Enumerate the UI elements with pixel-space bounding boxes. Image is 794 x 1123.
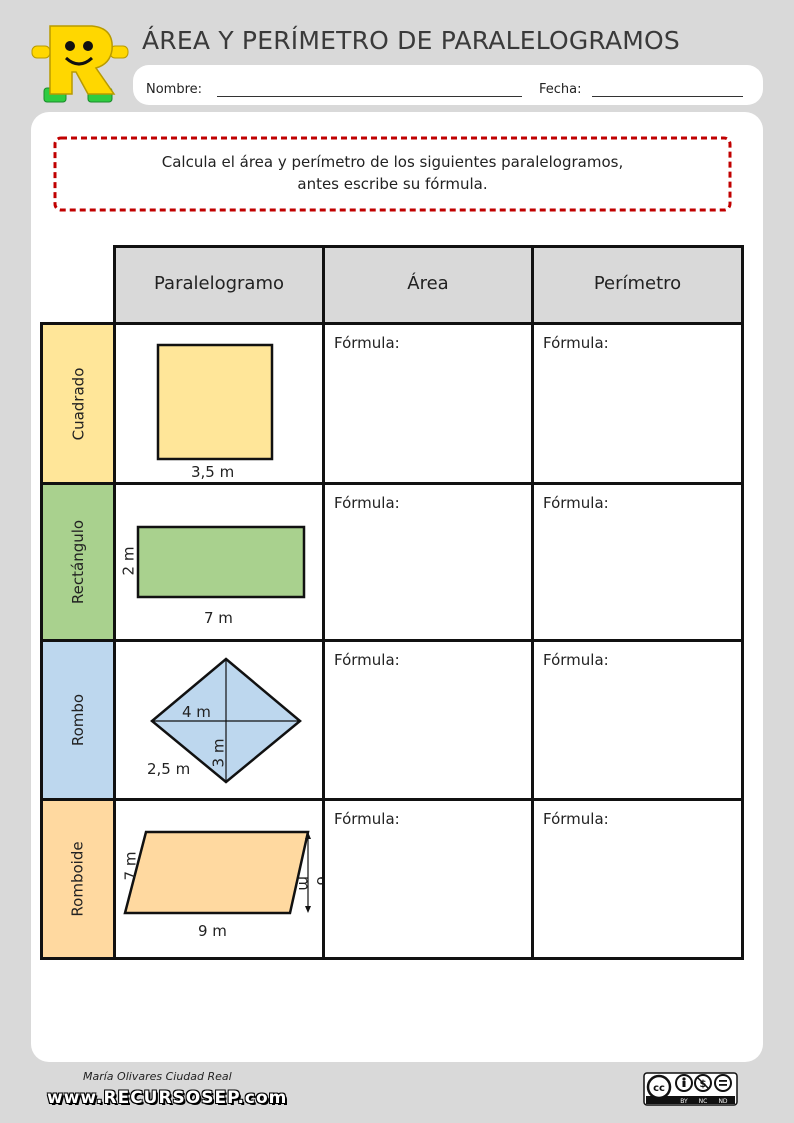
formula-label: Fórmula:: [334, 651, 400, 669]
shape-cell-rectangulo: 2 m 7 m: [113, 482, 325, 642]
author-credit: María Olivares Ciudad Real: [83, 1070, 232, 1083]
date-field[interactable]: [592, 96, 743, 97]
perimeter-answer-romboide[interactable]: Fórmula:: [531, 798, 744, 960]
rhombus-minor-diagonal-label: 3 m: [209, 738, 228, 768]
rhombus-diagonal-label: 4 m: [182, 703, 211, 721]
row-name: Romboide: [69, 841, 87, 917]
shape-cell-cuadrado: 3,5 m: [113, 322, 325, 485]
svg-text:$: $: [700, 1079, 707, 1090]
instructions-box: Calcula el área y perímetro de los sigui…: [53, 136, 732, 212]
shape-cell-romboide: 7 m 6 m 9 m: [113, 798, 331, 960]
cc-license-badge: cc $ BY NC ND: [643, 1072, 738, 1106]
cc-by-label: BY: [680, 1098, 688, 1105]
rhomboid-base-label: 9 m: [198, 922, 227, 940]
formula-label: Fórmula:: [334, 334, 400, 352]
date-label: Fecha:: [539, 82, 582, 97]
page-title: ÁREA Y PERÍMETRO DE PARALELOGRAMOS: [142, 26, 681, 55]
row-label-rectangulo: Rectángulo: [40, 482, 116, 642]
formula-label: Fórmula:: [334, 810, 400, 828]
rhombus-shape: [150, 657, 302, 784]
row-label-romboide: Romboide: [40, 798, 116, 960]
row-label-cuadrado: Cuadrado: [40, 322, 116, 485]
square-shape: [156, 343, 274, 461]
cc-nc-label: NC: [699, 1098, 708, 1105]
perimeter-answer-rectangulo[interactable]: Fórmula:: [531, 482, 744, 642]
formula-label: Fórmula:: [543, 334, 609, 352]
formula-label: Fórmula:: [543, 810, 609, 828]
formula-label: Fórmula:: [334, 494, 400, 512]
instructions-line-2: antes escribe su fórmula.: [297, 175, 488, 193]
row-label-rombo: Rombo: [40, 639, 116, 801]
rhomboid-side-label: 7 m: [121, 851, 140, 881]
row-name: Rectángulo: [69, 519, 87, 605]
shape-cell-rombo: 4 m 3 m 2,5 m: [113, 639, 325, 801]
rhomboid-shape: [123, 830, 311, 915]
row-name: Cuadrado: [69, 367, 88, 440]
site-link[interactable]: www.RECURSOSEP.com: [47, 1088, 288, 1108]
rectangle-height-label: 2 m: [119, 546, 138, 576]
name-label: Nombre:: [146, 82, 203, 97]
formula-label: Fórmula:: [543, 494, 609, 512]
area-answer-romboide[interactable]: Fórmula:: [322, 798, 534, 960]
row-name: Rombo: [69, 693, 87, 747]
formula-label: Fórmula:: [543, 651, 609, 669]
header-perimetro: Perímetro: [531, 245, 744, 325]
name-field[interactable]: [217, 96, 522, 97]
svg-text:cc: cc: [653, 1083, 665, 1094]
square-side-label: 3,5 m: [191, 463, 235, 481]
perimeter-answer-cuadrado[interactable]: Fórmula:: [531, 322, 744, 485]
rectangle-shape: [136, 525, 306, 599]
rectangle-base-label: 7 m: [204, 609, 233, 627]
header-paralelogramo: Paralelogramo: [113, 245, 325, 325]
rhombus-side-label: 2,5 m: [147, 760, 191, 778]
name-date-bar: Nombre: Fecha:: [133, 65, 763, 105]
logo: [30, 18, 130, 108]
dashed-frame: [53, 136, 732, 212]
cc-nd-label: ND: [718, 1098, 727, 1105]
area-answer-rombo[interactable]: Fórmula:: [322, 639, 534, 801]
area-answer-rectangulo[interactable]: Fórmula:: [322, 482, 534, 642]
header-area: Área: [322, 245, 534, 325]
area-answer-cuadrado[interactable]: Fórmula:: [322, 322, 534, 485]
instructions-line-1: Calcula el área y perímetro de los sigui…: [161, 153, 624, 171]
perimeter-answer-rombo[interactable]: Fórmula:: [531, 639, 744, 801]
